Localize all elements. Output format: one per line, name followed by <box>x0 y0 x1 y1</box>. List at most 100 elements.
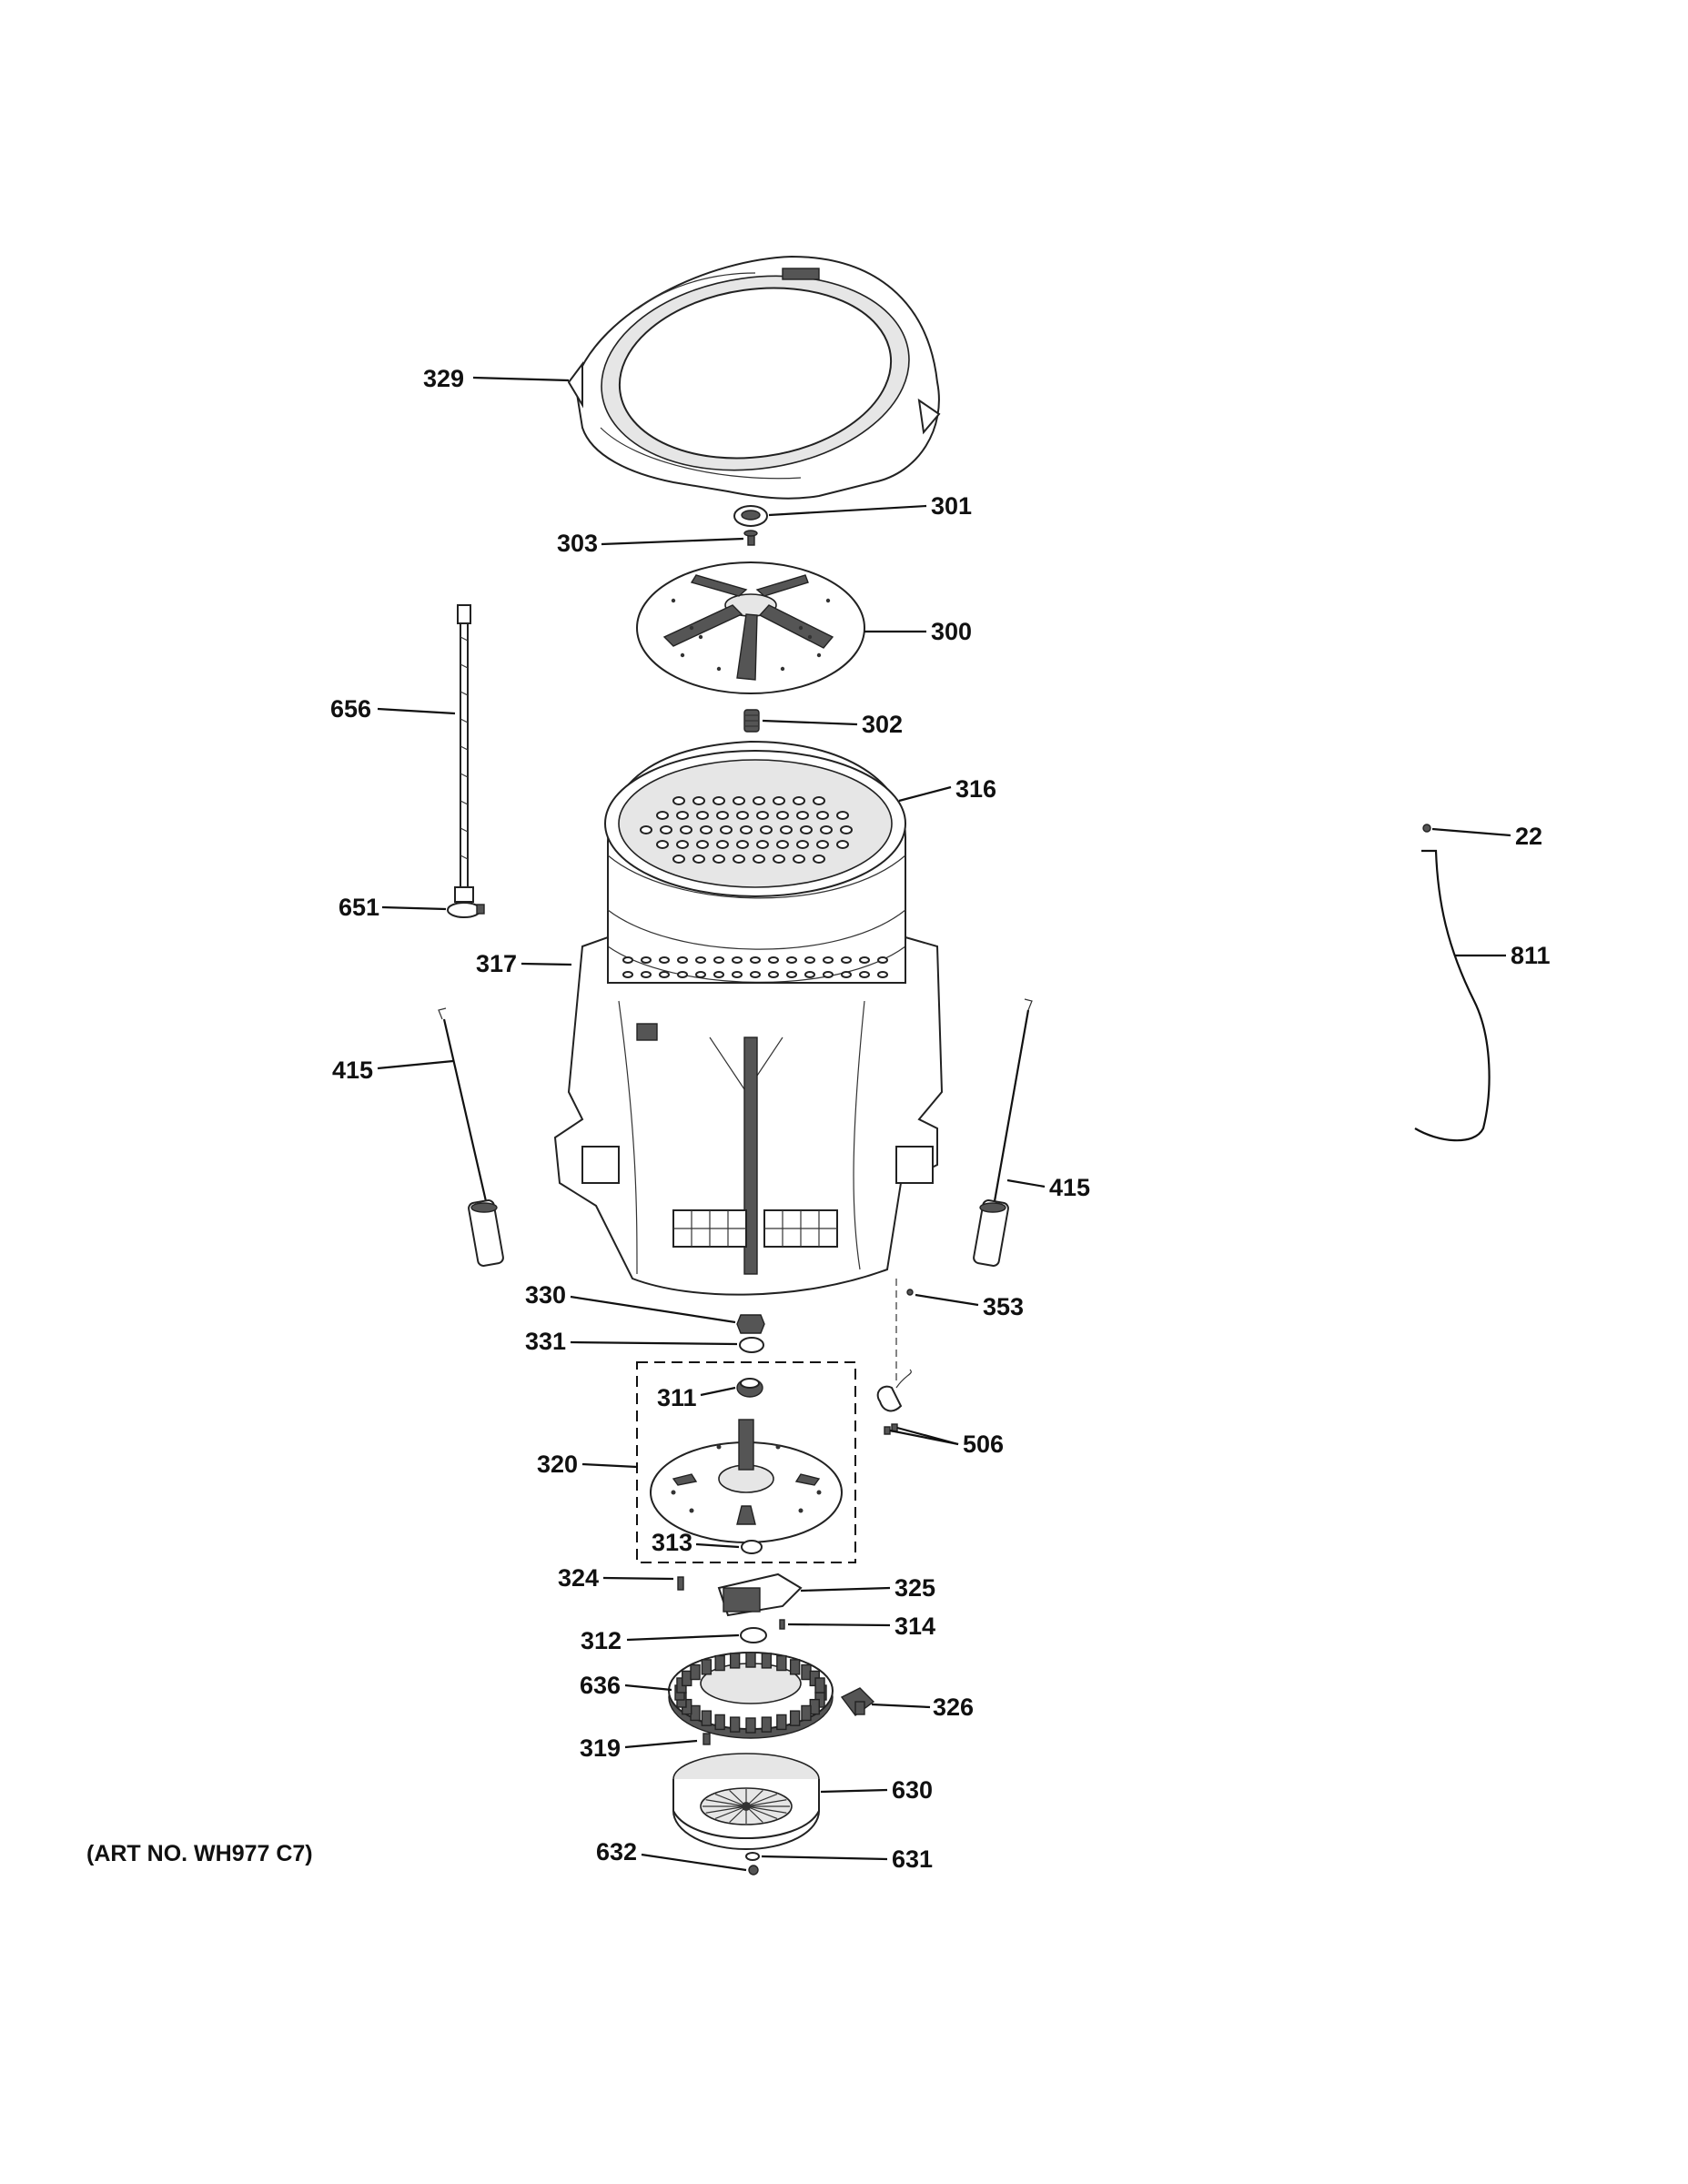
callout-811: 811 <box>1454 942 1551 969</box>
basket-hole <box>877 956 888 964</box>
basket-hole <box>713 956 724 964</box>
part-651-clamp <box>447 902 485 918</box>
callout-label: 651 <box>339 894 379 921</box>
basket-hole <box>672 796 685 805</box>
basket-hole <box>750 971 761 978</box>
stator-tooth <box>776 1714 787 1731</box>
part-326-sensor <box>840 1687 875 1716</box>
basket-hole <box>659 971 670 978</box>
basket-hole <box>836 840 849 849</box>
part-300-impeller <box>636 561 865 694</box>
part-317-outer-tub <box>553 935 944 1296</box>
callout-302: 302 <box>762 711 903 738</box>
callout-314: 314 <box>787 1613 935 1640</box>
basket-hole <box>716 811 729 820</box>
stator-tooth <box>690 1704 701 1722</box>
callout-label: 311 <box>657 1384 697 1411</box>
part-325-motor-mount <box>717 1572 803 1617</box>
callout-label: 303 <box>557 530 598 557</box>
callout-330: 330 <box>525 1281 736 1324</box>
part-630-rotor <box>672 1753 820 1850</box>
basket-hole <box>641 971 652 978</box>
callout-329: 329 <box>423 365 570 392</box>
stator-tooth <box>745 1652 756 1668</box>
callout-317: 317 <box>476 950 572 977</box>
callout-303: 303 <box>557 530 744 557</box>
callout-301: 301 <box>768 492 972 520</box>
basket-hole <box>840 825 853 834</box>
rotor-vane <box>745 1805 763 1823</box>
part-632-nut <box>748 1865 759 1876</box>
basket-hole <box>696 840 709 849</box>
callout-506: 506 <box>889 1426 1004 1458</box>
basket-hole <box>793 796 805 805</box>
callout-label: 811 <box>1511 942 1551 969</box>
basket-hole <box>813 854 825 864</box>
basket-hole <box>672 854 685 864</box>
basket-hole <box>768 956 779 964</box>
basket-hole <box>804 956 815 964</box>
part-320-hub-plate <box>650 1419 843 1543</box>
callout-331: 331 <box>525 1328 738 1355</box>
part-319-bolt <box>702 1733 711 1745</box>
callout-label: 330 <box>525 1281 566 1309</box>
callout-313: 313 <box>652 1529 740 1556</box>
part-22-clip <box>1422 824 1431 833</box>
basket-hole <box>796 840 809 849</box>
callout-326: 326 <box>871 1694 974 1721</box>
callout-label: 656 <box>330 695 371 723</box>
basket-hole <box>713 854 725 864</box>
part-314-screw <box>779 1619 785 1630</box>
rotor-vane <box>745 1790 763 1807</box>
basket-hole <box>823 971 834 978</box>
callout-label: 331 <box>525 1328 566 1355</box>
rotor-vane <box>729 1790 747 1807</box>
part-320-assembly-box <box>636 1361 856 1563</box>
callout-label: 326 <box>933 1694 974 1721</box>
rotor-vane <box>745 1805 787 1814</box>
basket-hole <box>836 811 849 820</box>
basket-hole <box>753 796 765 805</box>
callout-label: 415 <box>1049 1174 1090 1201</box>
callout-651: 651 <box>339 894 447 921</box>
part-353-screw <box>895 1279 914 1383</box>
part-301-cap <box>733 505 768 527</box>
basket-hole <box>776 811 789 820</box>
basket-hole <box>753 854 765 864</box>
part-330-nut <box>736 1314 765 1334</box>
callout-632: 632 <box>596 1838 747 1872</box>
basket-hole <box>716 840 729 849</box>
callout-320: 320 <box>537 1451 638 1478</box>
basket-hole <box>793 854 805 864</box>
basket-hole <box>740 825 753 834</box>
basket-hole <box>732 956 743 964</box>
stator-tooth <box>701 1659 713 1675</box>
callout-415-right: 415 <box>1006 1174 1090 1201</box>
callout-label: 630 <box>892 1776 933 1804</box>
basket-hole <box>700 825 713 834</box>
basket-hole <box>640 825 652 834</box>
basket-hole <box>656 811 669 820</box>
basket-hole <box>773 854 785 864</box>
part-312-ring <box>740 1627 767 1643</box>
callout-319: 319 <box>580 1734 698 1762</box>
basket-hole <box>841 971 852 978</box>
basket-hole <box>695 971 706 978</box>
rotor-vane <box>705 1799 747 1807</box>
callout-label: 320 <box>537 1451 578 1478</box>
rotor-vane <box>745 1799 787 1807</box>
basket-hole <box>622 971 633 978</box>
part-313-seal <box>741 1540 763 1554</box>
rotor-vane <box>714 1805 747 1819</box>
basket-hole <box>732 971 743 978</box>
basket-hole <box>841 956 852 964</box>
basket-hole <box>816 840 829 849</box>
callout-630: 630 <box>820 1776 933 1804</box>
callout-324: 324 <box>558 1564 674 1592</box>
basket-hole <box>756 840 769 849</box>
basket-hole <box>641 956 652 964</box>
callout-415-left: 415 <box>332 1057 454 1084</box>
callout-312: 312 <box>581 1627 740 1654</box>
basket-hole <box>622 956 633 964</box>
